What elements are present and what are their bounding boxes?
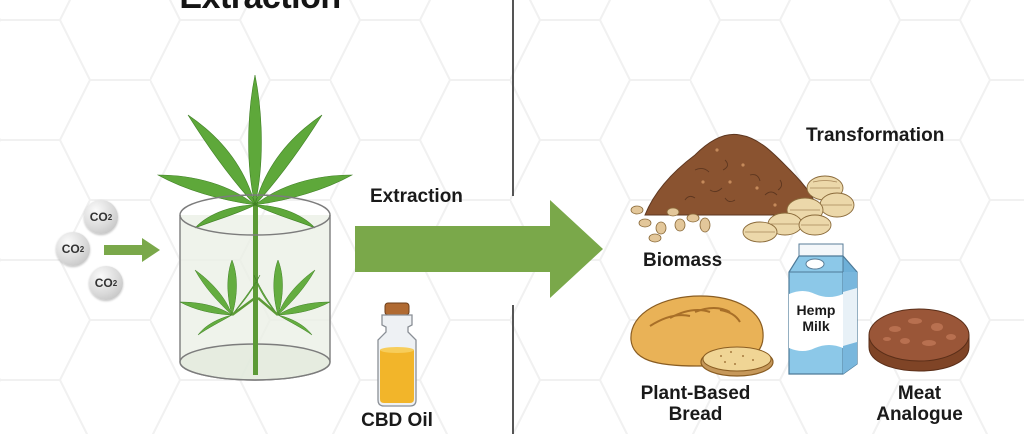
extraction-process-arrow-icon — [355, 200, 603, 298]
biomass-pile-with-seeds-icon — [630, 133, 855, 243]
cbd-oil-bottle-icon — [377, 302, 417, 407]
extraction-arrow-label: Extraction — [370, 186, 463, 207]
panel-divider-bottom — [512, 305, 514, 434]
plant-based-bread-icon — [630, 295, 774, 377]
extraction-title: Extraction — [160, 0, 360, 17]
transformation-heading: Transformation — [806, 125, 945, 146]
panel-divider-top — [512, 0, 514, 196]
hemp-milk-carton-text: Hemp Milk — [796, 302, 836, 334]
meat-analogue-label: Meat Analogue — [876, 383, 963, 426]
co2-input-arrow-icon — [104, 238, 160, 262]
meat-analogue-patty-icon — [868, 308, 970, 372]
hemp-plant-glass-cylinder-icon — [156, 74, 354, 381]
plant-based-bread-label: Plant-Based Bread — [640, 383, 751, 426]
cbd-oil-label: CBD Oil — [361, 410, 433, 431]
hemp-milk-carton-icon — [788, 243, 858, 375]
biomass-label: Biomass — [643, 250, 723, 271]
